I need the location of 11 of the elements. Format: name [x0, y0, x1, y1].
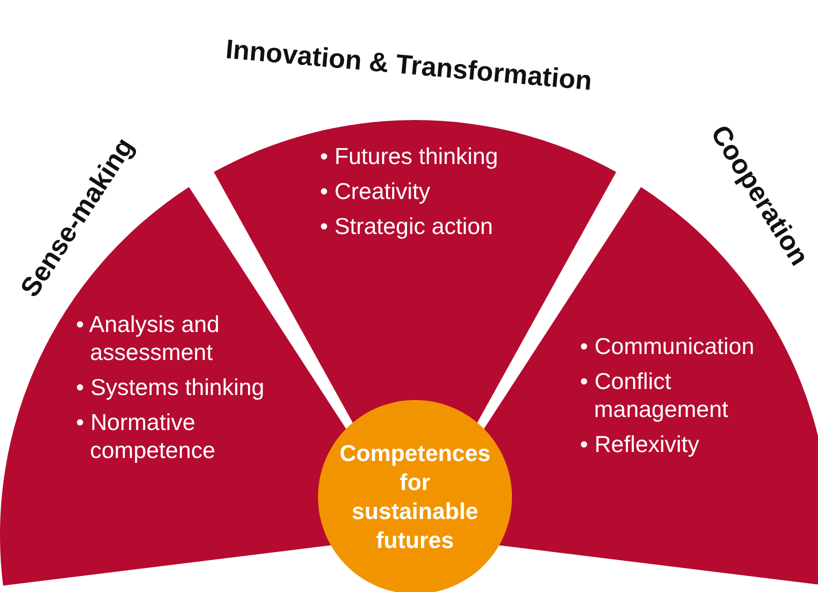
- bullet-item: • Conflict management: [580, 367, 730, 423]
- bullet-item: • Analysis and assessment: [76, 310, 221, 366]
- segment-heading: Innovation & Transformation: [224, 34, 594, 97]
- circle-label: Competences for sustainable futures: [338, 439, 492, 555]
- bullet-item: • Futures thinking: [320, 142, 500, 170]
- bullet-item: • Communication: [580, 332, 756, 360]
- bullet-item: • Strategic action: [320, 212, 494, 240]
- bullet-item: • Creativity: [320, 177, 432, 205]
- bullet-item: • Reflexivity: [580, 430, 700, 458]
- bullet-item: • Normative competence: [76, 408, 216, 464]
- bullet-item: • Systems thinking: [76, 373, 266, 401]
